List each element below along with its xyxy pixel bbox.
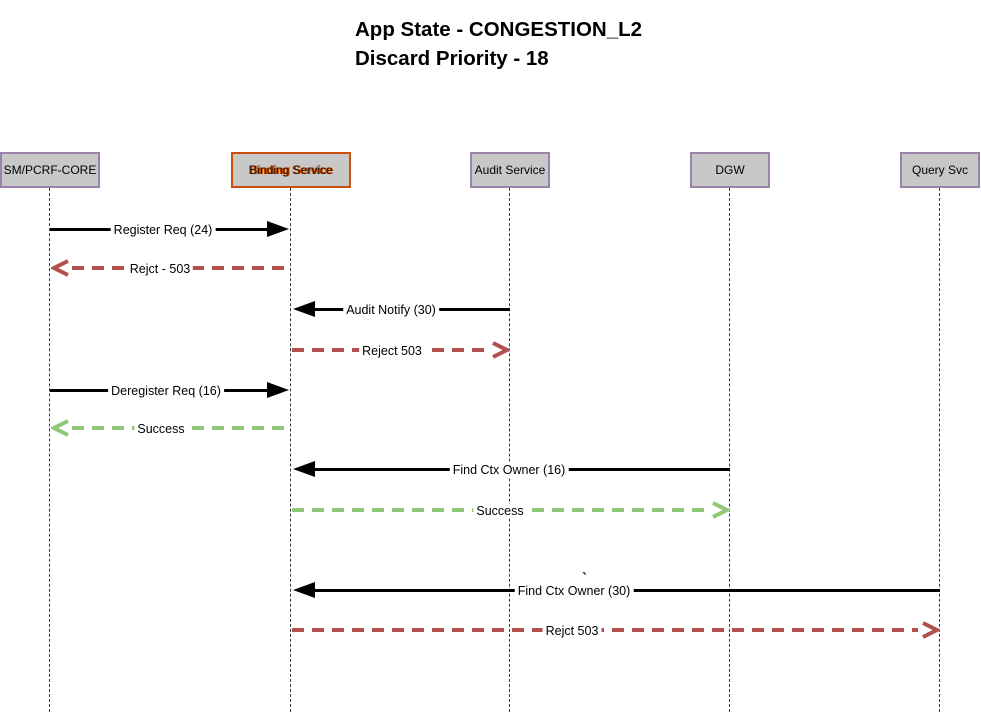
lifeline-audit-service: [509, 188, 510, 712]
message-label: Register Req (24): [110, 222, 216, 237]
actor-label: Binding Service: [249, 163, 333, 177]
actor-label: Query Svc: [911, 163, 968, 177]
actor-label: Audit Service: [474, 163, 546, 177]
arrowhead-icon: [267, 221, 289, 237]
lifeline-binding-service: [290, 188, 291, 712]
diagram-title-line2: Discard Priority - 18: [355, 47, 549, 70]
diagram-title-line1: App State - CONGESTION_L2: [355, 18, 643, 41]
message-label: Success: [473, 503, 527, 518]
lifeline-dgw: [729, 188, 730, 712]
actor-box-sm-pcrf-core: SM/PCRF-CORE: [0, 152, 100, 188]
message-label: Deregister Req (16): [108, 383, 224, 398]
actor-box-query-svc: Query Svc: [900, 152, 980, 188]
tick-annotation: `: [582, 570, 587, 587]
message-label: Find Ctx Owner (30): [514, 583, 634, 598]
lifeline-sm-pcrf-core: [49, 188, 50, 712]
arrowhead-icon: [293, 301, 315, 317]
message-line: [292, 628, 918, 632]
actor-box-dgw: DGW: [690, 152, 770, 188]
message-label: Rejct - 503: [126, 261, 194, 276]
arrowhead-icon: [49, 419, 71, 442]
message-label: Audit Notify (30): [343, 302, 439, 317]
arrowhead-icon: [920, 621, 942, 644]
arrowhead-icon: [293, 461, 315, 477]
diagram-title: App State - CONGESTION_L2 Discard Priori…: [355, 15, 642, 73]
arrowhead-icon: [710, 501, 732, 524]
arrowhead-icon: [267, 382, 289, 398]
lifeline-query-svc: [939, 188, 940, 712]
message-label: Success: [134, 421, 188, 436]
actor-box-audit-service: Audit Service: [470, 152, 550, 188]
message-label: Rejct 503: [542, 623, 602, 638]
arrowhead-icon: [293, 582, 315, 598]
actor-label: DGW: [715, 163, 745, 177]
actor-label: SM/PCRF-CORE: [3, 163, 97, 177]
message-label: Reject 503: [359, 343, 425, 358]
arrowhead-icon: [490, 341, 512, 364]
actor-box-binding-service: Binding Service: [231, 152, 351, 188]
arrowhead-icon: [49, 259, 71, 282]
message-label: Find Ctx Owner (16): [449, 462, 569, 477]
